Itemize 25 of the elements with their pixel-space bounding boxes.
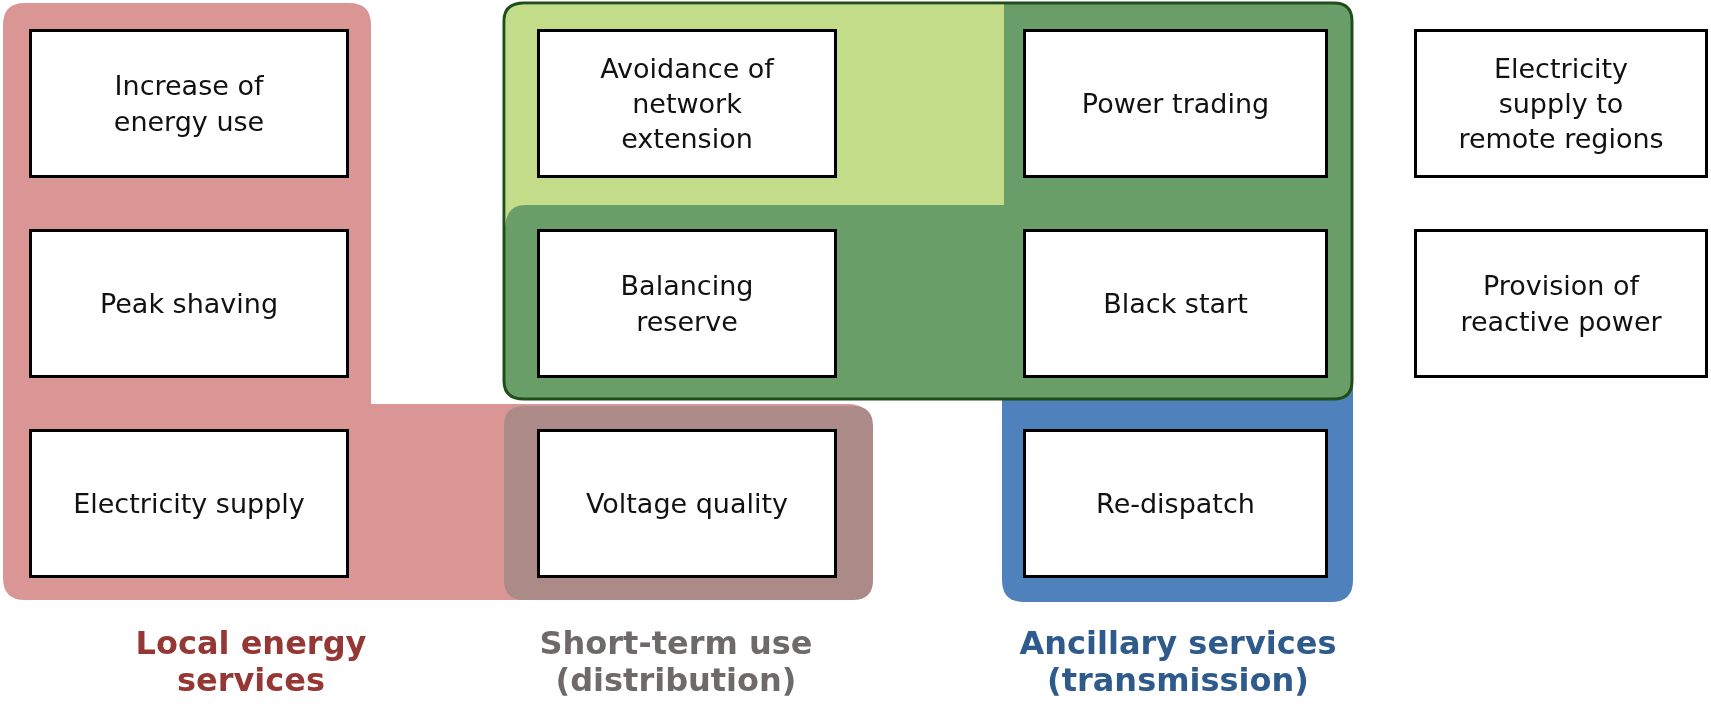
service-label: Balancing reserve xyxy=(619,269,755,339)
service-box xyxy=(29,29,349,178)
service-label: Increase of energy use xyxy=(112,69,266,139)
service-box xyxy=(1023,229,1328,378)
service-label: Electricity supply to remote regions xyxy=(1457,51,1665,157)
service-box xyxy=(537,429,837,578)
service-box xyxy=(1414,229,1708,378)
service-box xyxy=(537,29,837,178)
service-label: Electricity supply xyxy=(73,486,305,521)
group-heading: Ancillary services (transmission) xyxy=(1018,625,1338,699)
service-label: Power trading xyxy=(1081,86,1270,121)
service-label: Provision of reactive power xyxy=(1459,269,1663,339)
service-box xyxy=(1023,429,1328,578)
service-label: Re-dispatch xyxy=(1096,486,1255,521)
service-box xyxy=(1414,29,1708,178)
service-box xyxy=(537,229,837,378)
group-heading: Short-term use (distribution) xyxy=(538,625,814,699)
group-heading: Local energy services xyxy=(134,625,368,699)
service-label: Avoidance of network extension xyxy=(599,51,776,157)
service-label: Black start xyxy=(1103,286,1248,321)
service-box xyxy=(29,429,349,578)
service-label: Peak shaving xyxy=(99,286,279,321)
service-box xyxy=(1023,29,1328,178)
service-label: Voltage quality xyxy=(585,486,789,521)
service-box xyxy=(29,229,349,378)
